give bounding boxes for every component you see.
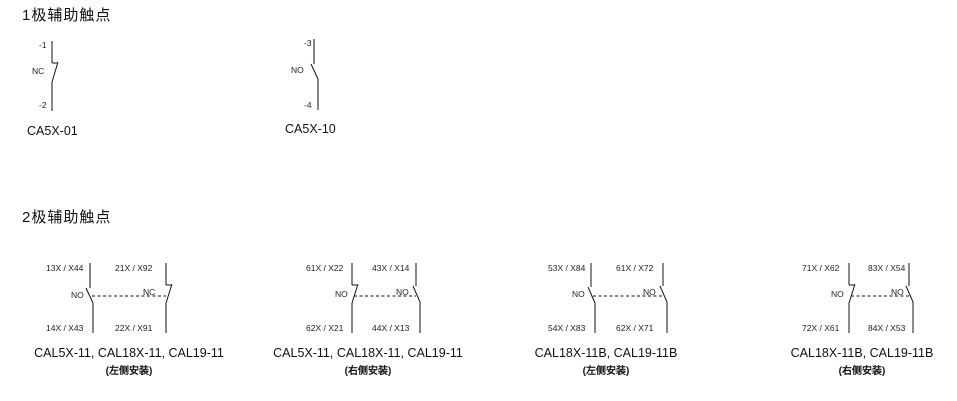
contact-line [587,286,596,304]
contact-line [848,283,856,304]
contact-type-label: NO [572,289,585,299]
terminal-bottom-label: 62X / X71 [616,323,654,333]
contact-line [412,285,421,303]
contact-type-label: NC [32,66,44,76]
contact-type-label: NO [831,289,844,299]
terminal-bottom-label: 54X / X83 [548,323,586,333]
contact-line [51,61,59,83]
contact-line [659,285,668,303]
terminal-bottom-label: -4 [304,100,312,110]
model-caption: CAL18X-11B, CAL19-11B [790,346,934,360]
contact-type-label: NO [643,287,656,297]
section1-title: 1极辅助触点 [22,7,112,24]
terminal-top-label: 61X / X72 [616,263,654,273]
contact-pair-3: 53X / X84 NO 54X / X83 61X / X72 NO 62X … [548,263,668,333]
contact-ca5x-10: -3 NO -4 [291,38,319,110]
model-caption: CA5X-01 [27,124,78,138]
contact-type-label: NO [396,287,409,297]
terminal-top-label: 71X / X62 [802,263,840,273]
terminal-top-label: -3 [304,38,312,48]
contact-line [351,283,359,304]
model-caption: CA5X-10 [285,122,336,136]
contact-line [905,285,914,303]
contact-pair-4: 71X / X62 NO 72X / X61 83X / X54 NO 84X … [802,263,914,333]
terminal-bottom-label: 84X / X53 [868,323,906,333]
contact-ca5x-01: -1 NC -2 [32,40,59,111]
section2-title: 2极辅助触点 [22,209,112,226]
model-caption: CAL18X-11B, CAL19-11B [534,346,678,360]
mounting-side-label: (右侧安装) [838,366,886,377]
terminal-top-label: -1 [39,40,47,50]
model-caption: CAL5X-11, CAL18X-11, CAL19-11 [273,346,463,360]
contact-type-label: NO [891,287,904,297]
terminal-top-label: 43X / X14 [372,263,410,273]
model-caption: CAL5X-11, CAL18X-11, CAL19-11 [34,346,224,360]
contact-line [85,287,94,304]
mounting-side-label: (左侧安装) [582,366,630,377]
terminal-bottom-label: 14X / X43 [46,323,84,333]
terminal-bottom-label: 62X / X21 [306,323,344,333]
terminal-top-label: 83X / X54 [868,263,906,273]
mounting-side-label: (左侧安装) [105,366,153,377]
contact-pair-2: 61X / X22 NO 62X / X21 43X / X14 NO 44X … [306,263,421,333]
contact-pair-1: 13X / X44 NO 14X / X43 21X / X92 NC 22X … [46,263,173,333]
contact-type-label: NO [291,65,304,75]
contact-type-label: NC [143,287,155,297]
terminal-bottom-label: 72X / X61 [802,323,840,333]
terminal-bottom-label: 44X / X13 [372,323,410,333]
terminal-top-label: 53X / X84 [548,263,586,273]
terminal-bottom-label: -2 [39,100,47,110]
contact-line [310,63,319,80]
contact-type-label: NO [71,290,84,300]
terminal-top-label: 21X / X92 [115,263,153,273]
contact-line [165,283,173,304]
terminal-top-label: 13X / X44 [46,263,84,273]
terminal-top-label: 61X / X22 [306,263,344,273]
terminal-bottom-label: 22X / X91 [115,323,153,333]
contact-type-label: NO [335,289,348,299]
mounting-side-label: (右侧安装) [344,366,392,377]
